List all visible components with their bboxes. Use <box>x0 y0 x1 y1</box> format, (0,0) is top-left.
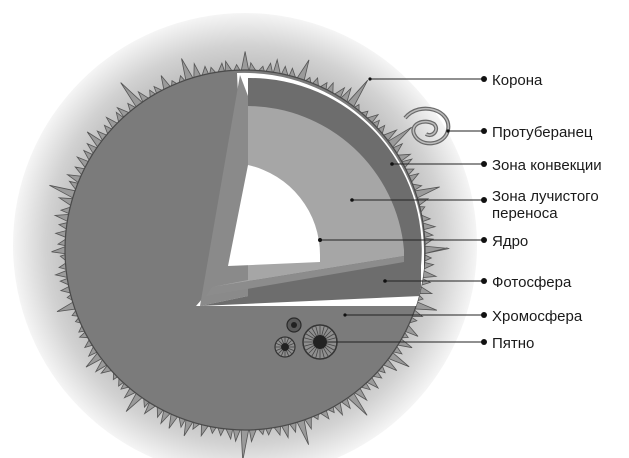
label-radiative-zone-line2: переноса <box>492 205 558 222</box>
label-chromosphere: Хромосфера <box>492 308 583 325</box>
labels: Корона Протуберанец Зона конвекции Зона … <box>492 72 602 352</box>
label-photosphere: Фотосфера <box>492 274 572 291</box>
label-prominence: Протуберанец <box>492 124 593 141</box>
label-radiative-zone-line1: Зона лучистого <box>492 188 599 205</box>
label-corona: Корона <box>492 72 543 89</box>
label-core: Ядро <box>492 233 528 250</box>
label-convection-zone: Зона конвекции <box>492 157 602 174</box>
label-sunspot: Пятно <box>492 335 534 352</box>
